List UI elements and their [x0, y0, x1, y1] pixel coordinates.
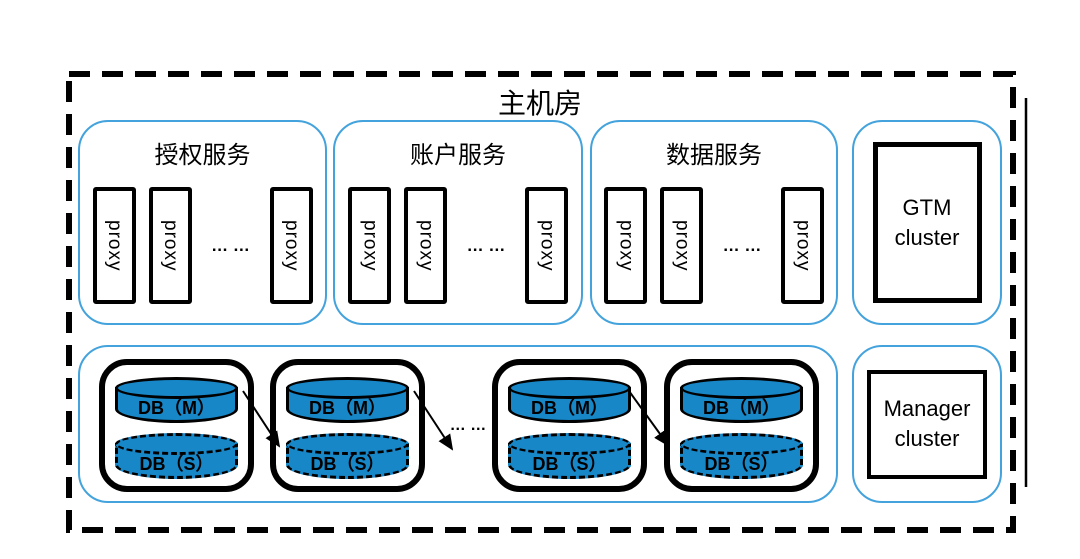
db-master-label: DB（M） [531, 398, 608, 418]
db-slave-cylinder: DB（S） [680, 433, 803, 479]
db-cluster-container: DB（M） DB（S） DB（M） DB（S） … … [78, 345, 838, 503]
proxy-node: proxy [404, 187, 447, 304]
db-master-label: DB（M） [703, 398, 780, 418]
db-master-label: DB（M） [309, 398, 386, 418]
proxy-node: proxy [269, 187, 313, 304]
ellipsis: … … [449, 417, 487, 434]
gtm-cluster-label: GTM cluster [872, 142, 982, 303]
db-slave-label: DB（S） [704, 454, 779, 474]
proxy-node: proxy [92, 187, 136, 304]
gtm-cluster-box: GTM cluster [852, 120, 1002, 325]
proxy-row: proxy proxy … … proxy [80, 185, 325, 306]
ellipsis: … … [722, 235, 762, 255]
service-box-account: 账户服务 proxy proxy … … proxy [333, 120, 583, 325]
db-slave-cylinder: DB（S） [508, 433, 631, 479]
service-box-data: 数据服务 proxy proxy … … proxy [590, 120, 838, 325]
service-title: 账户服务 [410, 142, 506, 169]
proxy-node: proxy [148, 187, 192, 304]
main-room-title: 主机房 [497, 88, 582, 119]
proxy-row: proxy proxy … … proxy [335, 185, 581, 306]
proxy-label: proxy [671, 219, 693, 272]
proxy-label: proxy [160, 219, 181, 272]
proxy-label: proxy [281, 219, 302, 272]
service-title: 数据服务 [666, 142, 762, 169]
proxy-label: proxy [792, 219, 814, 272]
db-master-cylinder: DB（M） [680, 377, 803, 423]
ellipsis: … … [211, 235, 250, 255]
proxy-label: proxy [104, 219, 125, 272]
db-slave-cylinder: DB（S） [115, 433, 238, 479]
proxy-label: proxy [536, 219, 558, 272]
db-slave-label: DB（S） [310, 454, 385, 474]
proxy-node: proxy [781, 187, 824, 304]
db-master-label: DB（M） [138, 398, 215, 418]
db-slave-label: DB（S） [532, 454, 607, 474]
proxy-row: proxy proxy … … proxy [592, 185, 836, 306]
proxy-node: proxy [525, 187, 568, 304]
db-master-cylinder: DB（M） [286, 377, 409, 423]
proxy-node: proxy [660, 187, 703, 304]
db-shard-group: DB（M） DB（S） [270, 359, 425, 492]
proxy-node: proxy [604, 187, 647, 304]
proxy-label: proxy [415, 219, 437, 272]
db-slave-label: DB（S） [139, 454, 214, 474]
db-slave-cylinder: DB（S） [286, 433, 409, 479]
proxy-label: proxy [615, 219, 637, 272]
db-shard-group: DB（M） DB（S） [664, 359, 819, 492]
proxy-label: proxy [359, 219, 381, 272]
manager-cluster-box: Manager cluster [852, 345, 1002, 503]
db-master-cylinder: DB（M） [115, 377, 238, 423]
db-shard-group: DB（M） DB（S） [492, 359, 647, 492]
service-title: 授权服务 [154, 142, 251, 169]
ellipsis: … … [466, 235, 506, 255]
proxy-node: proxy [348, 187, 391, 304]
manager-cluster-label: Manager cluster [867, 369, 987, 479]
db-shard-group: DB（M） DB（S） [99, 359, 254, 492]
db-master-cylinder: DB（M） [508, 377, 631, 423]
service-box-authorization: 授权服务 proxy proxy … … proxy [78, 120, 327, 325]
